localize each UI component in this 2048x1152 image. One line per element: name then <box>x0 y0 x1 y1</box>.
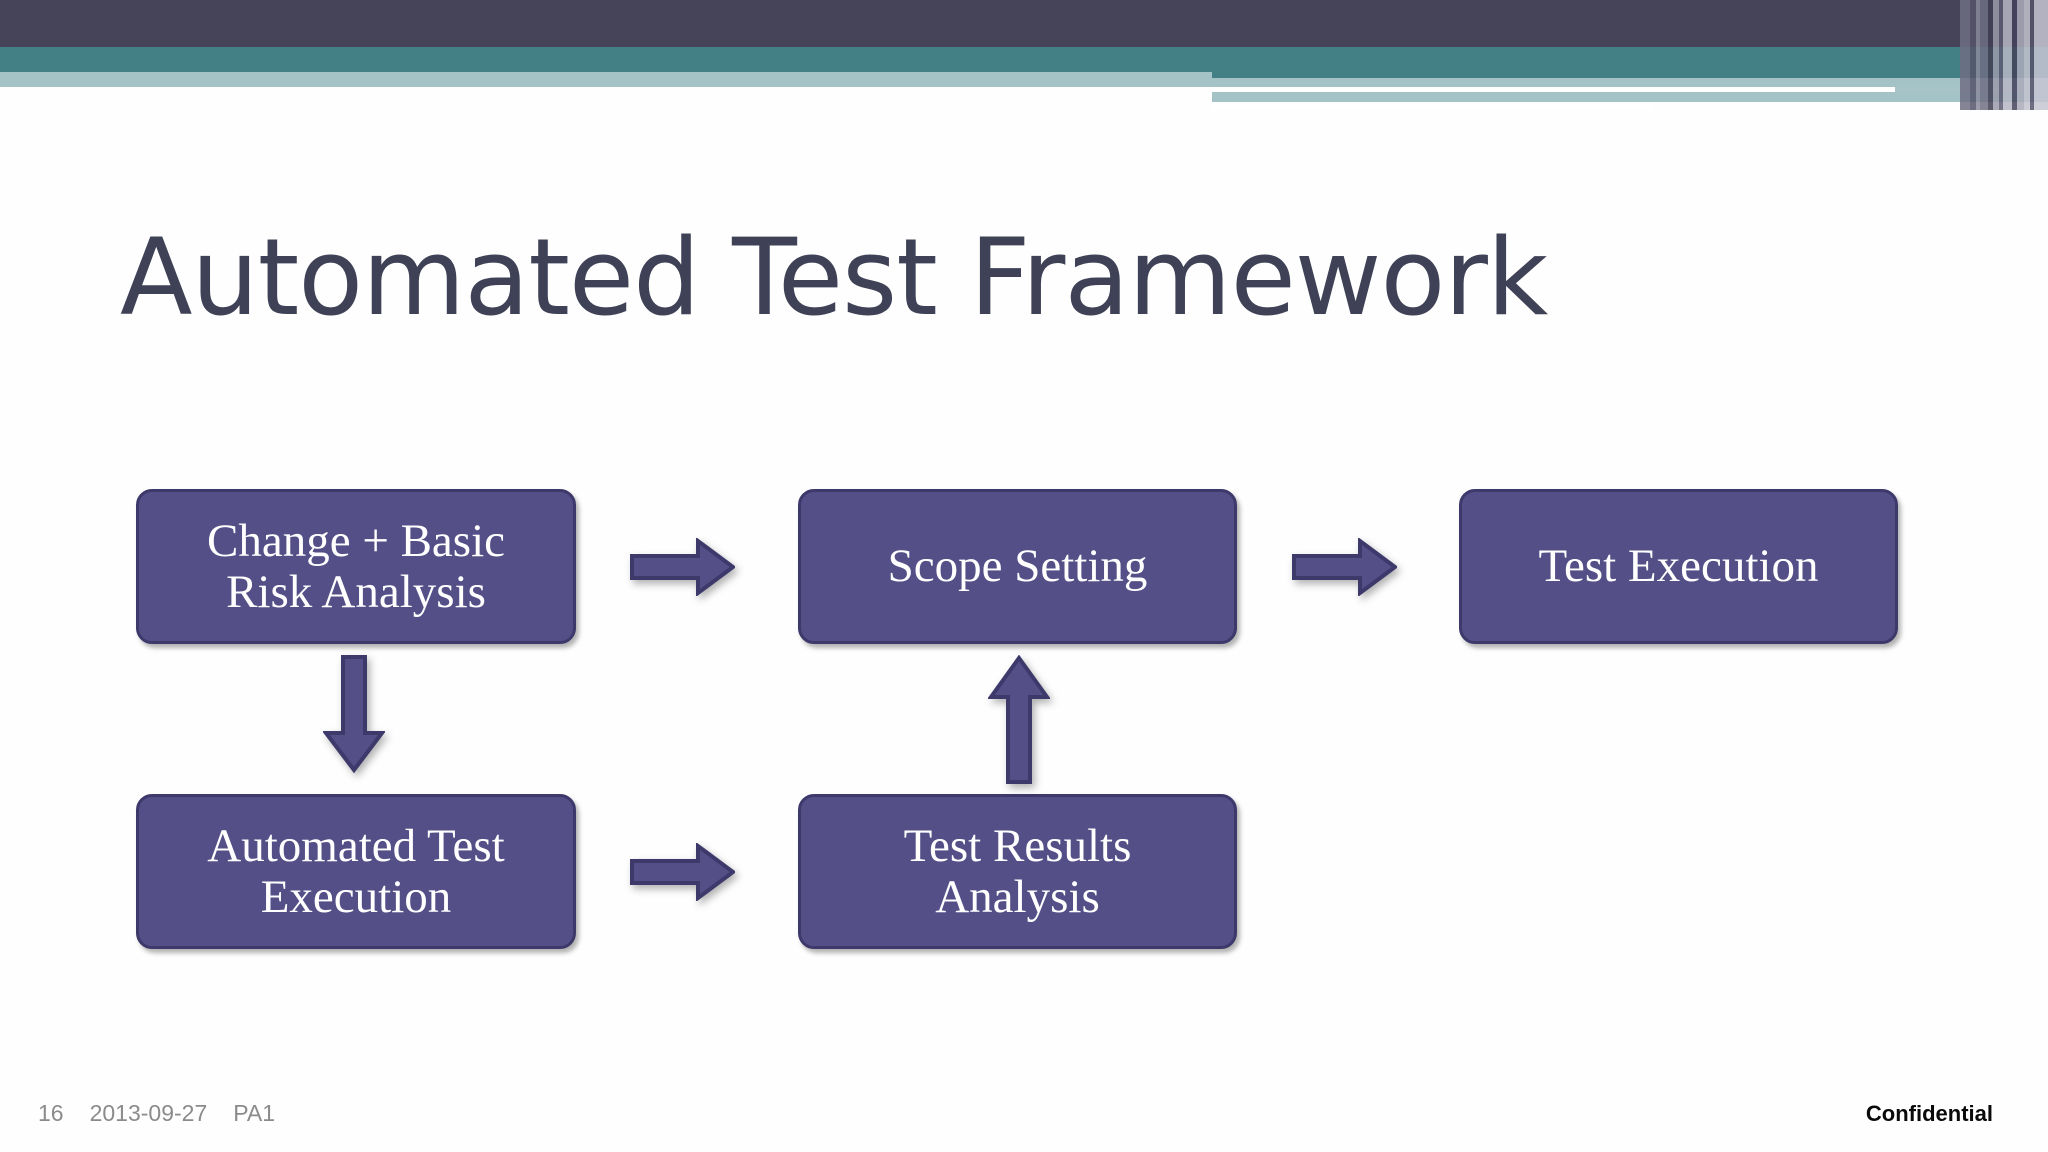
header-stripe <box>2030 0 2034 110</box>
page-title: Automated Test Framework <box>120 216 1548 339</box>
header-band-light-left <box>0 72 1212 87</box>
header-band-light-right-1 <box>1212 78 2048 87</box>
node-automated-test-execution[interactable]: Automated Test Execution <box>136 794 576 949</box>
arrow-right-icon <box>630 843 735 901</box>
header-band-navy <box>0 0 2048 47</box>
node-scope-setting[interactable]: Scope Setting <box>798 489 1237 644</box>
node-line: Test Results <box>903 819 1132 872</box>
header-decoration <box>0 0 2048 110</box>
header-band-teal-left <box>0 47 1212 72</box>
header-stripe <box>2012 0 2017 110</box>
arrow-up-icon <box>988 655 1050 784</box>
arrow-down-icon <box>323 655 385 773</box>
header-stripe <box>2003 0 2012 110</box>
arrow-right-icon <box>1292 538 1397 596</box>
arrow-right-icon <box>630 538 735 596</box>
node-line: Automated Test <box>207 819 505 872</box>
node-test-results-analysis[interactable]: Test Results Analysis <box>798 794 1237 949</box>
header-vertical-stripes <box>1960 0 2048 110</box>
header-band-white-tail <box>1212 102 1652 110</box>
node-change-risk-analysis[interactable]: Change + Basic Risk Analysis <box>136 489 576 644</box>
header-stripe <box>1960 0 1970 110</box>
node-line: Change + Basic <box>207 514 505 567</box>
header-stripe <box>1993 0 1999 110</box>
header-stripe <box>2034 0 2048 110</box>
node-test-execution[interactable]: Test Execution <box>1459 489 1898 644</box>
header-band-light-right-2 <box>1212 92 2048 102</box>
header-stripe <box>2017 0 2024 110</box>
header-band-white-notch <box>1212 87 1895 92</box>
header-stripe <box>1980 0 1988 110</box>
confidentiality-label: Confidential <box>1865 1101 1993 1126</box>
header-stripe <box>1970 0 1976 110</box>
header-stripe <box>1976 0 1980 110</box>
node-line: Test Execution <box>1538 540 1819 593</box>
footer-revision: PA1 <box>233 1100 276 1126</box>
header-stripe <box>1988 0 1993 110</box>
node-line: Analysis <box>935 870 1100 923</box>
slide-number: 16 <box>38 1100 64 1126</box>
footer-date: 2013-09-27 <box>89 1100 208 1126</box>
node-line: Scope Setting <box>887 540 1148 593</box>
header-band-teal-right <box>1212 47 2048 78</box>
node-line: Risk Analysis <box>226 565 486 618</box>
header-stripe <box>1999 0 2003 110</box>
header-stripe <box>2024 0 2030 110</box>
node-line: Execution <box>260 870 452 923</box>
footer-left: 16 2013-09-27 PA1 <box>38 1100 275 1127</box>
